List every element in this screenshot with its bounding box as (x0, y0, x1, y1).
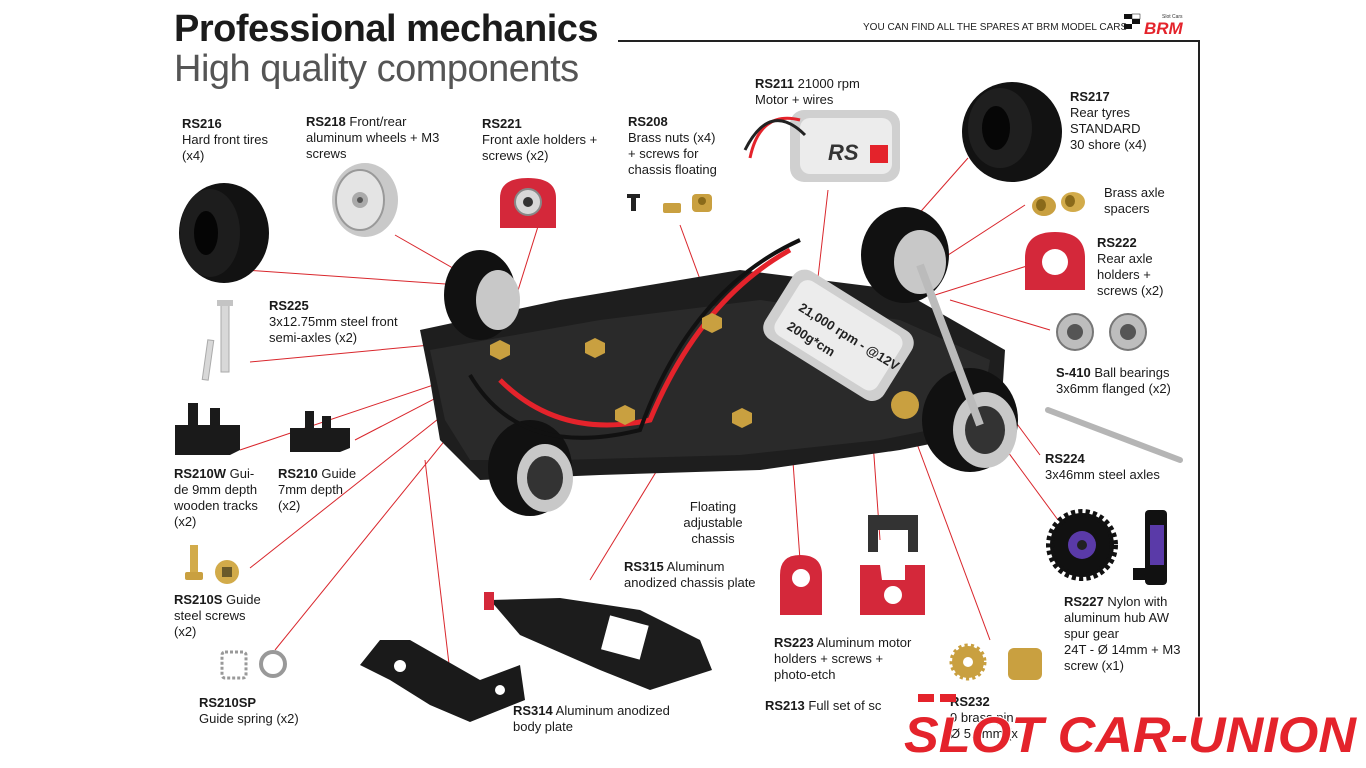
guide-wooden-icon (175, 403, 240, 455)
brm-small-text: Slot Cars (1162, 14, 1183, 20)
label-rs232: RS232 9 brass pin Ø 5.5mm (x (950, 694, 1018, 741)
right-rule (1198, 40, 1200, 720)
front-axle-holder-icon (500, 178, 556, 228)
label-rs314: RS314 Aluminum anodized body plate (513, 703, 670, 734)
label-rs213: RS213 Full set of sc (765, 698, 882, 713)
label-s410: S-410 Ball bearings 3x6mm flanged (x2) (1056, 365, 1171, 396)
label-rs216: RS216 Hard front tires (x4) (182, 116, 268, 163)
label-floating-chassis: Floating adjustable chassis (683, 499, 743, 546)
label-rs208: RS208 Brass nuts (x4) + screws for chass… (628, 114, 717, 177)
label-rs222: RS222 Rear axle holders + screws (x2) (1097, 235, 1164, 298)
label-rs225: RS225 3x12.75mm steel front semi-axles (… (269, 298, 398, 345)
pinion-gear-icon (949, 643, 1042, 681)
page-title: Professional mechanics (174, 8, 599, 50)
label-rs210sp: RS210SP Guide spring (x2) (199, 695, 299, 726)
body-plate-icon (360, 640, 525, 722)
label-rs210w: RS210W Gui- de 9mm depth wooden tracks (… (174, 466, 258, 529)
label-brass-spacers: Brass axle spacers (1104, 185, 1165, 216)
ball-bearing-icon (1056, 313, 1147, 351)
label-rs218: RS218 Front/rear aluminum wheels + M3 sc… (306, 114, 440, 161)
label-rs227: RS227 Nylon with aluminum hub AW spur ge… (1064, 594, 1181, 673)
brm-logo-text: BRM (1144, 19, 1184, 36)
brass-spacers-icon (1032, 192, 1085, 216)
spur-gear-icon (1046, 509, 1167, 585)
motor-brand-print: RS (828, 140, 859, 165)
semi-axle-icon (201, 300, 233, 381)
steel-axle-icon (1045, 407, 1183, 463)
page-subtitle: High quality components (174, 48, 579, 90)
label-rs211: RS211 21000 rpm Motor + wires (755, 76, 860, 107)
slot-car-union-logo-text: SLOT CAR-UNION (904, 707, 1357, 763)
slot-car-union-watermark: SLOT CAR-UNION (903, 694, 1358, 764)
label-rs210: RS210 Guide 7mm depth (x2) (278, 466, 357, 513)
guide-screws-icon (185, 545, 239, 584)
chassis-plate-icon (484, 592, 712, 690)
rear-tire-icon (962, 82, 1062, 182)
motor-icon: RS (743, 110, 900, 182)
part-code: RS216 (182, 116, 222, 131)
guide-icon (290, 411, 350, 452)
spares-note: YOU CAN FIND ALL THE SPARES AT BRM MODEL… (863, 22, 1128, 33)
brass-nuts-icon (627, 194, 712, 213)
aluminum-wheel-icon (332, 163, 398, 237)
label-rs224: RS224 3x46mm steel axles (1045, 451, 1160, 482)
label-rs315: RS315 Aluminum anodized chassis plate (624, 559, 756, 590)
label-rs210s: RS210S Guide steel screws (x2) (174, 592, 261, 639)
motor-holder-icon (780, 515, 925, 615)
header-rule (618, 40, 1200, 42)
guide-spring-icon (220, 650, 287, 680)
label-rs223: RS223 Aluminum motor holders + screws + … (774, 635, 912, 682)
brm-logo: Slot Cars BRM (1124, 13, 1184, 36)
rear-axle-holder-icon (1025, 232, 1085, 290)
chassis-assembly: 21,000 rpm - @12V 200g*cm (420, 207, 1018, 516)
label-rs221: RS221 Front axle holders + screws (x2) (482, 116, 598, 163)
label-rs217: RS217 Rear tyres STANDARD 30 shore (x4) (1070, 89, 1147, 152)
front-tire-icon (179, 183, 269, 283)
